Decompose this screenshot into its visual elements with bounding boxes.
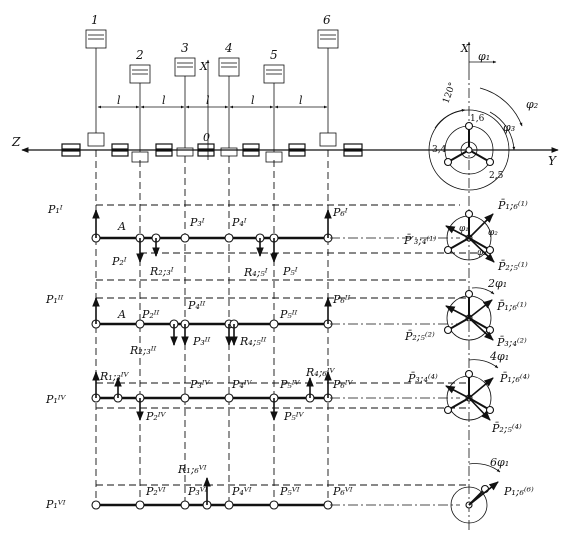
cyl-1-label: 1 <box>91 13 99 27</box>
row4-p5b: P₅ᴵⱽ <box>283 410 305 423</box>
row6-p5: P₅ⱽᴵ <box>279 485 300 498</box>
axis-x-center-label: X <box>199 60 209 73</box>
crank-16-label: 1,6 <box>470 114 485 124</box>
row4-vec34: P̄₃;₄⁽⁴⁾ <box>407 372 438 385</box>
piston-6 <box>317 29 339 147</box>
row2-r23: R₂;₃ᴵᴵ <box>129 344 157 357</box>
piston-1 <box>85 29 107 147</box>
row4-r13: R₁;₃ᴵⱽ <box>99 370 130 383</box>
row6-p1: P₁ⱽᴵ <box>45 498 66 511</box>
row2-p3: P₃ᴵᴵ <box>192 335 211 348</box>
row2-r45: R₄;₅ᴵᴵ <box>239 335 267 348</box>
row4-p6: P₆ᴵⱽ <box>332 378 354 391</box>
row4-p4: P₄ᴵⱽ <box>231 378 253 391</box>
crank-25-label: 2,5 <box>489 171 504 181</box>
cyl-3-label: 3 <box>181 41 189 55</box>
main-bearings <box>61 143 363 157</box>
axis-y-label: Y <box>548 154 557 168</box>
row1-vec34: P̄′₃;₄⁽¹⁾ <box>403 234 437 247</box>
row2-p1: P₁ᴵᴵ <box>45 293 64 306</box>
row1-p3: P₃ᴵ <box>189 216 205 229</box>
row4-r46: R₄;₆ᴵⱽ <box>305 366 336 379</box>
row1-phi2: φ₂ <box>488 228 498 238</box>
row6-p4: P₄ⱽᴵ <box>231 485 252 498</box>
row4-polygon <box>443 359 499 421</box>
piston-5 <box>263 64 285 163</box>
crank-34-label: 3,4 <box>432 145 447 155</box>
row6-angle: 6φ₁ <box>490 456 509 469</box>
spacing-label-5: l <box>299 94 303 107</box>
axis-z-label: Z <box>11 135 21 149</box>
row4-p1: P₁ᴵⱽ <box>45 393 67 406</box>
row2-p4: P₄ᴵᴵ <box>187 299 206 312</box>
row2-polygon <box>443 287 495 341</box>
row1-vec16: P̄₁;₆⁽¹⁾ <box>497 199 528 212</box>
axis-x-star-label: X <box>460 42 470 55</box>
phi3-label: φ₃ <box>503 121 515 134</box>
crank-angle-label: 120° <box>441 81 458 105</box>
row-first-order <box>91 204 480 263</box>
spacing-label-1: l <box>117 94 121 107</box>
cyl-6-label: 6 <box>323 13 331 27</box>
row-second-order <box>91 279 470 346</box>
row2-vec16: P̄₁;₆⁽¹⁾ <box>496 300 527 313</box>
piston-2 <box>129 64 151 163</box>
row2-angle: 2φ₁ <box>487 277 507 290</box>
projection-lines <box>95 70 470 530</box>
row2-p2: P₂ᴵᴵ <box>141 308 160 321</box>
row4-p5: P₅ᴵⱽ <box>279 378 301 391</box>
row1-r23: R₂;₃ᴵ <box>149 265 174 278</box>
row4-p3: P₃ᴵⱽ <box>189 378 211 391</box>
row6-vec16: P₁;₆⁽⁶⁾ <box>503 485 534 498</box>
row1-r45: R₄;₅ᴵ <box>243 266 268 279</box>
spacing-label-4: l <box>251 94 255 107</box>
row4-angle: 4φ₁ <box>489 350 509 363</box>
row1-phi3: φ₃ <box>477 248 487 258</box>
row1-polygon <box>443 209 495 263</box>
row6-r16: R₁;₆ⱽᴵ <box>177 463 207 476</box>
row1-p1: P₁ᴵ <box>47 203 63 216</box>
row6-polygon <box>450 463 501 524</box>
crankshaft-schematic: Z Y X 0 <box>11 13 559 168</box>
row2-a: A <box>117 308 126 321</box>
cyl-4-label: 4 <box>224 41 233 55</box>
row2-vec25: P̄₂;₅⁽²⁾ <box>404 330 435 343</box>
row6-p3: P₃ⱽᴵ <box>187 485 208 498</box>
row4-vec16: P̄₁;₆⁽⁴⁾ <box>499 372 530 385</box>
row-fourth-order <box>91 371 470 421</box>
row1-vec25: P̄₂;₅⁽¹⁾ <box>497 260 528 273</box>
phi1-label: φ₁ <box>478 50 490 63</box>
cyl-2-label: 2 <box>135 48 144 62</box>
row1-p4: P₄ᴵ <box>231 216 247 229</box>
row2-p5: P₅ᴵᴵ <box>279 308 298 321</box>
row1-p5: P₅ᴵ <box>282 265 298 278</box>
row2-p6: P₆ᴵᴵ <box>332 293 351 306</box>
row1-a: A <box>117 220 126 233</box>
row6-p2: P₂ⱽᴵ <box>145 485 166 498</box>
crank-star: X <box>428 41 523 191</box>
row1-p2: P₂ᴵ <box>111 255 127 268</box>
row-sixth-order <box>91 477 470 510</box>
row1-phi1: φ₁ <box>459 224 469 234</box>
row4-p2: P₂ᴵⱽ <box>145 410 167 423</box>
origin-label: 0 <box>203 131 210 144</box>
phi2-label: φ₂ <box>526 98 538 111</box>
spacing-label-3: l <box>206 94 210 107</box>
row1-p6: P₆ᴵ <box>332 206 348 219</box>
row4-vec25: P̄₂;₅⁽⁴⁾ <box>491 422 522 435</box>
row6-p6: P₆ⱽᴵ <box>332 485 353 498</box>
spacing-label-2: l <box>162 94 166 107</box>
row2-vec34: P̄₃;₄⁽²⁾ <box>496 336 527 349</box>
cyl-5-label: 5 <box>270 48 278 62</box>
